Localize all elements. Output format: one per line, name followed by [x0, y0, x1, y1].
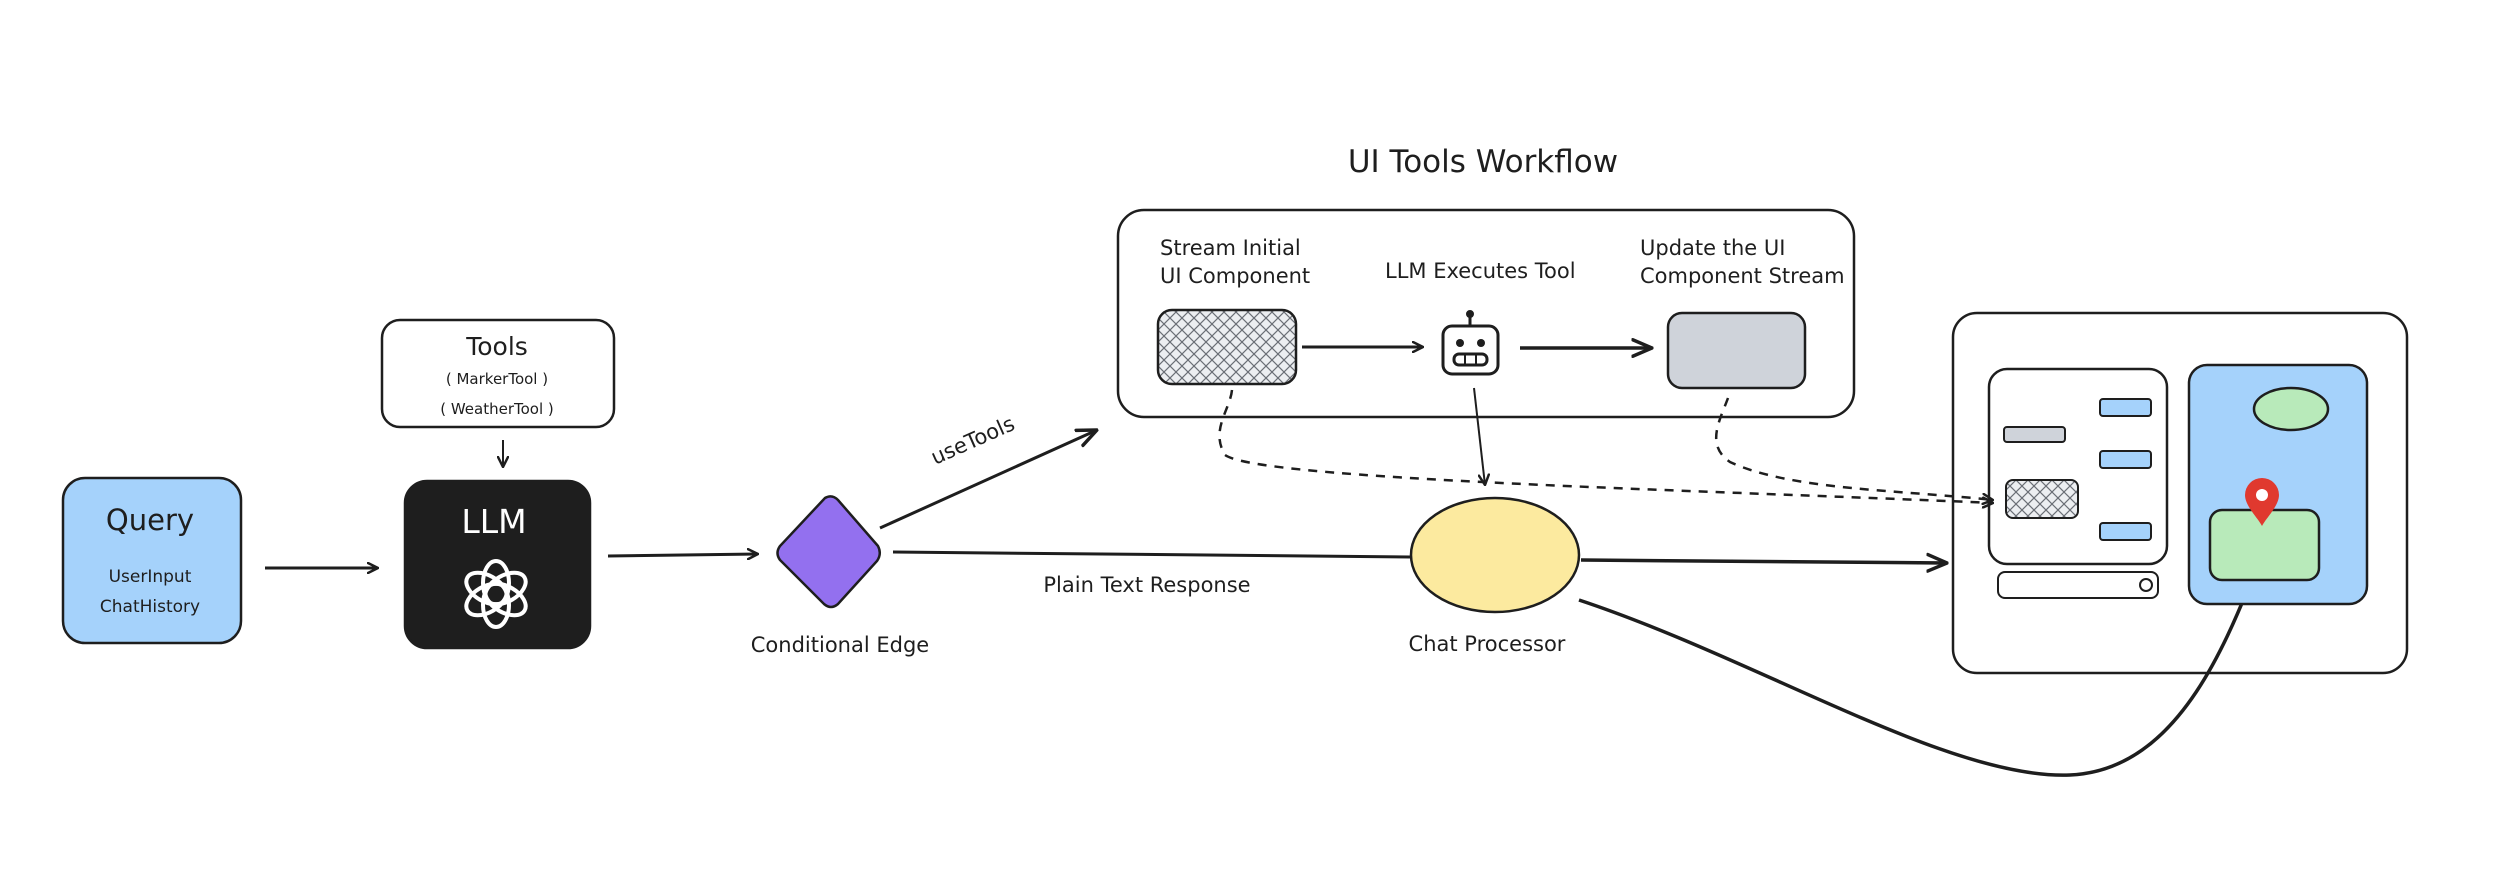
workflow-title: UI Tools Workflow — [1348, 144, 1618, 180]
conditional-edge-label: Conditional Edge — [751, 633, 929, 657]
query-node — [61, 476, 243, 645]
initial-ui-component — [1156, 308, 1298, 386]
tools-box — [380, 318, 616, 429]
stream-initial-label-line2: UI Component — [1160, 264, 1310, 288]
chat-processor-node — [1409, 496, 1581, 614]
app-chat-send-icon — [2139, 578, 2153, 592]
app-chat-panel — [1987, 367, 2169, 566]
app-chat-bubble-blue-3 — [2099, 522, 2152, 541]
llm-node — [403, 479, 592, 650]
openai-logo-icon — [464, 559, 528, 629]
map-pin-icon — [2245, 478, 2279, 526]
app-mockup — [1951, 311, 2409, 675]
tools-item-weather: ( WeatherTool ) — [440, 400, 554, 418]
chat-processor-label: Chat Processor — [1409, 632, 1566, 656]
conditional-edge-diamond — [776, 495, 881, 609]
arrow-robot-to-chat-processor — [1473, 387, 1485, 485]
update-ui-label-line1: Update the UI — [1640, 236, 1785, 260]
updated-ui-component — [1666, 311, 1807, 390]
app-chat-input — [1997, 571, 2159, 599]
plain-text-response-label: Plain Text Response — [1043, 573, 1250, 597]
tools-title: Tools — [465, 332, 528, 361]
stream-initial-label-line1: Stream Initial — [1160, 236, 1301, 260]
tools-item-marker: ( MarkerTool ) — [446, 370, 548, 388]
update-ui-label-line2: Component Stream — [1640, 264, 1845, 288]
query-title: Query — [106, 503, 194, 537]
app-chat-bubble-blue-2 — [2099, 450, 2152, 469]
query-line1: UserInput — [109, 567, 192, 587]
dashed-arrow-initial-to-app — [1218, 389, 1993, 503]
app-chat-bubble-blue-1 — [2099, 398, 2152, 417]
arrow-chat-to-app — [1580, 560, 1947, 563]
app-window — [1951, 311, 2409, 675]
llm-label: LLM — [461, 502, 526, 541]
arrow-llm-to-edge — [607, 554, 758, 556]
llm-executes-tool-label: LLM Executes Tool — [1385, 259, 1576, 283]
curved-arrow-chat-to-map — [1578, 530, 2270, 777]
robot-icon — [1441, 310, 1500, 376]
dashed-arrow-update-to-app — [1714, 397, 1993, 500]
workflow-group-box — [1116, 208, 1856, 419]
use-tools-label: useTools — [927, 411, 1018, 469]
query-line2: ChatHistory — [100, 597, 200, 617]
app-map-region-top — [2252, 386, 2330, 432]
app-chat-bubble-gray — [2003, 426, 2066, 443]
arrow-edge-to-workflow — [879, 430, 1097, 530]
app-chat-hatched-component — [2005, 479, 2079, 519]
plain-text-edge — [892, 550, 1411, 559]
